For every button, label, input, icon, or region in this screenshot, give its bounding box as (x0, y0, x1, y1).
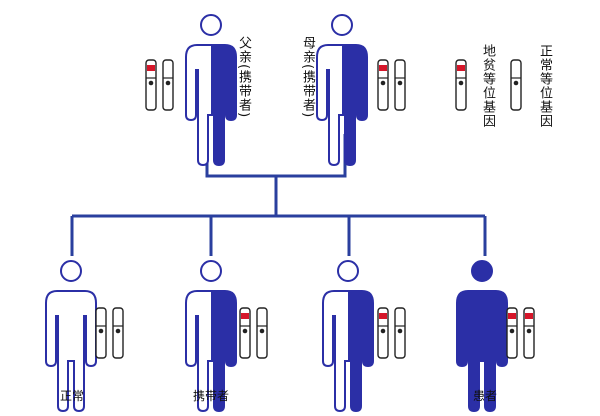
legend-normal-chromosome (510, 59, 522, 111)
child-1-label: 正常 (59, 389, 84, 403)
child-4-figure (456, 260, 508, 413)
father-chromosome-pair (145, 59, 174, 111)
legend-normal-label: 正常等位基因 (537, 44, 552, 128)
child-2-figure (185, 260, 237, 413)
father-label: 父亲(携带者) (236, 36, 251, 119)
child-3-figure (322, 260, 374, 413)
father-figure (185, 14, 237, 167)
legend-mutant-label: 地贫等位基因 (480, 44, 495, 128)
child-1-figure (45, 260, 97, 413)
mother-figure (316, 14, 368, 167)
family-connectors (70, 134, 487, 256)
child-4-label: 患者 (472, 389, 497, 403)
mother-label: 母亲(携带者) (300, 36, 315, 119)
mother-chromosome-pair (377, 59, 406, 111)
child-2-label: 携带者 (192, 389, 229, 403)
legend-mutant-chromosome (455, 59, 467, 111)
father-drop-line (205, 134, 347, 178)
child-4-chromosome-pair (506, 307, 535, 359)
child-1-chromosome-pair (95, 307, 124, 359)
child-3-chromosome-pair (377, 307, 406, 359)
child-2-chromosome-pair (239, 307, 268, 359)
